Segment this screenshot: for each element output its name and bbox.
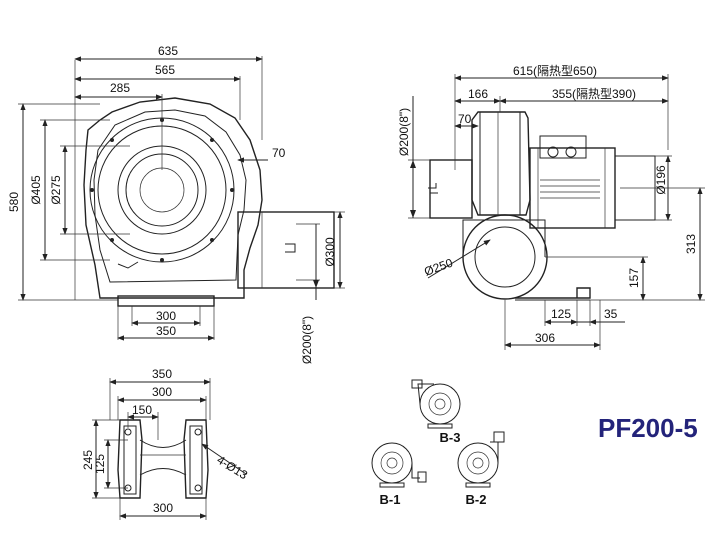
model-label: PF200-5 xyxy=(598,413,698,443)
dim-base-350: 350 xyxy=(156,324,176,338)
dim-side-70: 70 xyxy=(458,112,472,126)
dim-side-166: 166 xyxy=(468,87,488,101)
dim-635: 635 xyxy=(158,44,178,58)
orientation-b1: B-1 xyxy=(371,442,427,507)
dim-side-d196: Ø196 xyxy=(654,165,668,195)
dim-base-245: 245 xyxy=(81,450,95,470)
dim-side-d200: Ø200(8") xyxy=(397,108,411,156)
dim-285: 285 xyxy=(110,81,130,95)
front-view: 635 565 285 70 580 Ø405 Ø275 Ø300 xyxy=(7,44,345,364)
dim-565: 565 xyxy=(155,63,175,77)
dim-base-350-top: 350 xyxy=(152,367,172,381)
dim-d300: Ø300 xyxy=(323,237,337,267)
dim-base-125: 125 xyxy=(93,454,107,474)
dim-side-615: 615(隔热型650) xyxy=(513,64,597,78)
dim-d405: Ø405 xyxy=(29,175,43,205)
dim-base-holes: 4-Ø13 xyxy=(214,453,250,483)
orientation-b2: B-2 xyxy=(457,431,505,507)
dim-side-306: 306 xyxy=(535,331,555,345)
dim-base-150: 150 xyxy=(132,403,152,417)
dim-side-d250: Ø250 xyxy=(422,256,455,279)
dim-side-35: 35 xyxy=(604,307,618,321)
dim-base-300-bottom: 300 xyxy=(153,501,173,515)
dim-side-125: 125 xyxy=(551,307,571,321)
dim-front-70: 70 xyxy=(272,146,286,160)
base-view: 350 300 150 245 125 4-Ø13 300 xyxy=(81,367,250,520)
dim-base-300: 300 xyxy=(156,309,176,323)
dim-580: 580 xyxy=(7,192,21,212)
label-b3: B-3 xyxy=(440,430,461,445)
motor-fins xyxy=(540,179,600,199)
label-b1: B-1 xyxy=(380,492,401,507)
dim-side-157: 157 xyxy=(627,268,641,288)
dim-d275: Ø275 xyxy=(49,175,63,205)
label-b2: B-2 xyxy=(466,492,487,507)
dim-front-d200: Ø200(8") xyxy=(300,316,314,364)
side-view: 615(隔热型650) 166 355(隔热型390) 70 Ø200(8") … xyxy=(397,64,705,350)
dim-side-355: 355(隔热型390) xyxy=(552,87,636,101)
orientation-b3: B-3 xyxy=(411,379,461,445)
dim-base-300-top: 300 xyxy=(152,385,172,399)
dim-side-313: 313 xyxy=(684,234,698,254)
